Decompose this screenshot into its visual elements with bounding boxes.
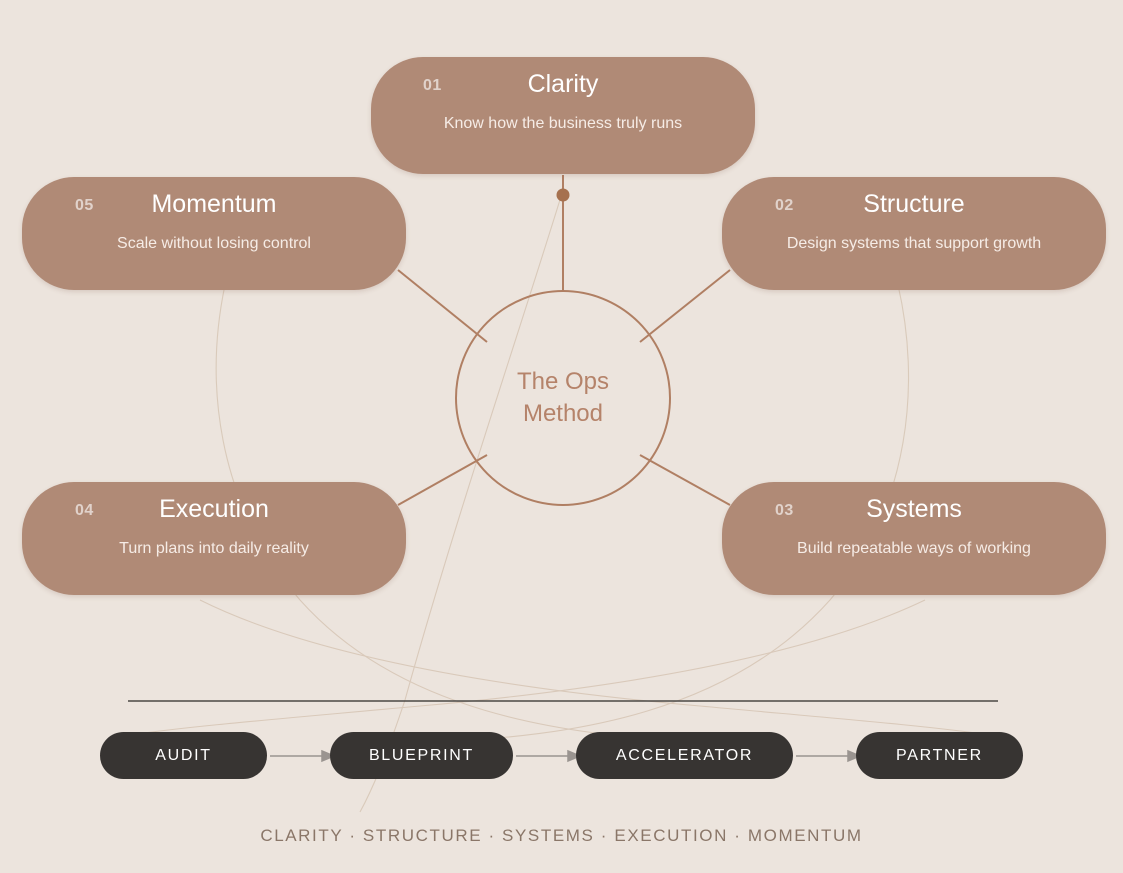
pipeline-step-blueprint[interactable]: BLUEPRINT xyxy=(330,732,513,779)
pillar-card-clarity[interactable]: 01 Clarity Know how the business truly r… xyxy=(371,57,755,174)
pillar-title: Structure xyxy=(863,190,965,218)
connector-execution xyxy=(397,454,488,506)
connector-momentum xyxy=(397,269,488,343)
pillar-description: Design systems that support growth xyxy=(786,235,1042,252)
pillar-description: Know how the business truly runs xyxy=(443,115,683,132)
pillar-number: 03 xyxy=(775,502,794,519)
pillar-number: 05 xyxy=(75,197,94,214)
pillar-number: 02 xyxy=(775,197,794,214)
pillar-title: Clarity xyxy=(527,70,599,98)
pillar-description: Scale without losing control xyxy=(117,235,311,252)
pillar-title: Execution xyxy=(159,495,269,523)
pillar-card-structure[interactable]: 02 Structure Design systems that support… xyxy=(722,177,1106,290)
connector-node-dot xyxy=(556,188,570,202)
connector-systems xyxy=(639,454,731,506)
card-header: 03 Systems xyxy=(722,482,1106,528)
card-header: 04 Execution xyxy=(22,482,406,528)
center-hub[interactable]: The Ops Method xyxy=(455,290,671,506)
pillar-number: 04 xyxy=(75,502,94,519)
pillar-description: Turn plans into daily reality xyxy=(119,540,309,557)
pipeline-step-partner[interactable]: PARTNER xyxy=(856,732,1023,779)
pillar-number: 01 xyxy=(423,77,442,94)
connector-structure xyxy=(639,269,731,343)
pillar-card-execution[interactable]: 04 Execution Turn plans into daily reali… xyxy=(22,482,406,595)
pipeline-step-accelerator[interactable]: ACCELERATOR xyxy=(576,732,793,779)
pipeline-step-audit[interactable]: AUDIT xyxy=(100,732,267,779)
card-header: 02 Structure xyxy=(722,177,1106,223)
pillar-card-systems[interactable]: 03 Systems Build repeatable ways of work… xyxy=(722,482,1106,595)
pillar-title: Systems xyxy=(866,495,962,523)
hub-title: The Ops Method xyxy=(516,368,610,427)
footer-keywords: CLARITY · STRUCTURE · SYSTEMS · EXECUTIO… xyxy=(260,826,863,845)
card-header: 01 Clarity xyxy=(371,57,755,103)
card-header: 05 Momentum xyxy=(22,177,406,223)
pillar-description: Build repeatable ways of working xyxy=(797,540,1031,557)
pillar-title: Momentum xyxy=(151,190,277,218)
pillar-card-momentum[interactable]: 05 Momentum Scale without losing control xyxy=(22,177,406,290)
